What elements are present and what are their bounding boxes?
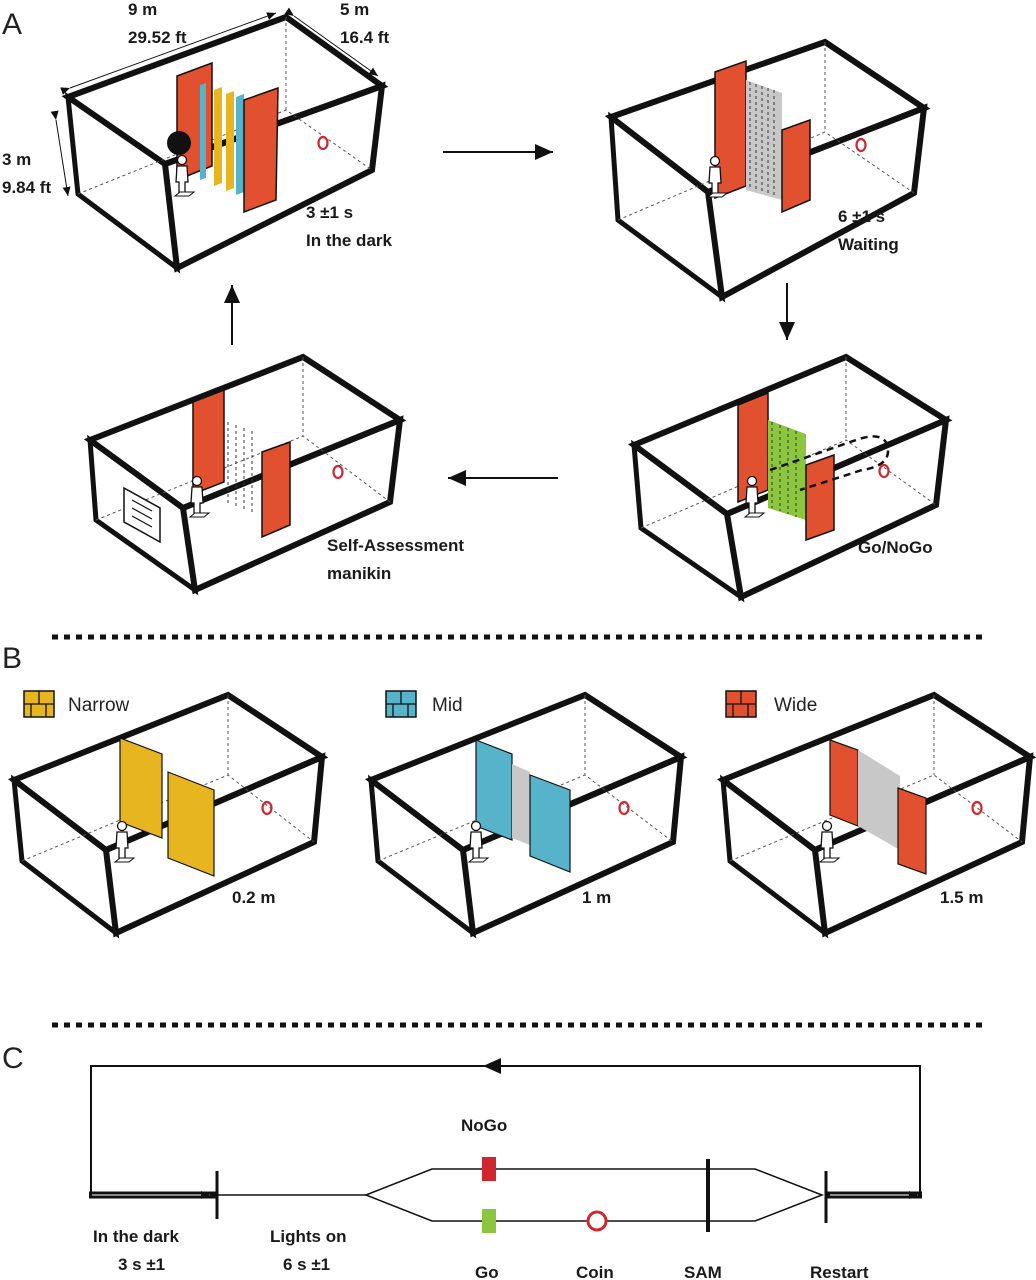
- wall-mid-left: [475, 739, 513, 841]
- lights-line2: 6 s ±1: [283, 1255, 330, 1274]
- legend-mid: Mid: [385, 690, 463, 718]
- gap-zone: [746, 80, 782, 200]
- legend-narrow: Narrow: [23, 690, 130, 718]
- panel-a-label: A: [2, 8, 22, 41]
- restart-loop: [90, 1065, 921, 1195]
- dim-length-m: 9 m: [128, 0, 157, 19]
- step1-time: 3 ±1 s: [306, 203, 353, 222]
- step4-line1: Self-Assessment: [327, 536, 464, 555]
- wall-mid-left: [200, 83, 206, 180]
- dark-line2: 3 s ±1: [118, 1255, 165, 1274]
- room-wide: [716, 691, 1036, 939]
- mid-width: 1 m: [582, 888, 611, 907]
- go-label: Go: [475, 1263, 499, 1280]
- coin-label: Coin: [576, 1263, 614, 1280]
- dark-line1: In the dark: [93, 1227, 180, 1246]
- legend-narrow-label: Narrow: [68, 695, 130, 716]
- sam-screen-icon: [123, 486, 161, 544]
- narrow-width: 0.2 m: [232, 888, 275, 907]
- wall-narrow-left: [214, 87, 222, 186]
- length-arrow: [60, 12, 277, 95]
- wall-narrow-left: [119, 737, 163, 839]
- coin-icon: [317, 135, 329, 151]
- step4-line2: manikin: [327, 564, 391, 583]
- go-nogo-fork: [363, 1168, 825, 1222]
- dim-width-ft: 16.4 ft: [340, 28, 389, 47]
- wall-wide-right: [243, 86, 279, 214]
- walk-path: [769, 435, 890, 492]
- coin-icon: [332, 464, 344, 480]
- wide-width: 1.5 m: [940, 888, 983, 907]
- dim-length-ft: 29.52 ft: [128, 28, 187, 47]
- legend-wide: Wide: [725, 690, 817, 718]
- room-go-nogo: [627, 353, 953, 603]
- coin-icon: [618, 800, 630, 816]
- dim-width-m: 5 m: [340, 0, 369, 19]
- coin-icon: [855, 137, 867, 153]
- nogo-marker: [482, 1157, 496, 1181]
- participant-head-dark: [167, 131, 191, 155]
- dim-height-m: 3 m: [2, 150, 31, 169]
- step1-label: In the dark: [306, 231, 393, 250]
- room-mid: [364, 691, 688, 939]
- gap-zone: [858, 750, 900, 850]
- legend-wide-label: Wide: [774, 695, 817, 716]
- panel-c-label: C: [2, 1042, 24, 1075]
- wall-narrow-right: [226, 91, 234, 191]
- dim-height-ft: 9.84 ft: [2, 178, 51, 197]
- wall-narrow-right: [167, 771, 215, 877]
- wall-right: [781, 118, 811, 214]
- step3-label: Go/NoGo: [858, 538, 933, 557]
- width-arrow: [284, 7, 379, 77]
- panel-b-label: B: [2, 642, 22, 675]
- wall-right: [805, 453, 835, 542]
- wall-wide-left: [829, 739, 859, 827]
- nogo-label: NoGo: [461, 1116, 507, 1135]
- coin-icon: [261, 800, 273, 816]
- lights-line1: Lights on: [270, 1227, 346, 1246]
- sam-label: SAM: [684, 1263, 722, 1280]
- restart-label: Restart: [810, 1263, 869, 1280]
- step2-time: 6 ±1 s: [838, 207, 885, 226]
- room-narrow: [7, 691, 329, 939]
- wall-wide-right: [897, 787, 927, 875]
- room-waiting: [604, 38, 931, 303]
- wall-left: [192, 388, 225, 496]
- room-self-assessment: [83, 353, 407, 596]
- wall-mid-right: [236, 94, 244, 195]
- height-arrow: [50, 110, 71, 197]
- coin-icon: [878, 463, 890, 479]
- timeline: [89, 1058, 922, 1233]
- gap-zone: [512, 764, 530, 845]
- coin-marker: [586, 1210, 608, 1232]
- legend-mid-label: Mid: [432, 695, 463, 716]
- coin-icon: [971, 800, 983, 816]
- room-in-the-dark: [50, 7, 389, 274]
- wall-mid-right: [529, 774, 571, 873]
- step2-label: Waiting: [838, 235, 899, 254]
- wall-right: [261, 440, 291, 539]
- go-marker: [482, 1209, 496, 1233]
